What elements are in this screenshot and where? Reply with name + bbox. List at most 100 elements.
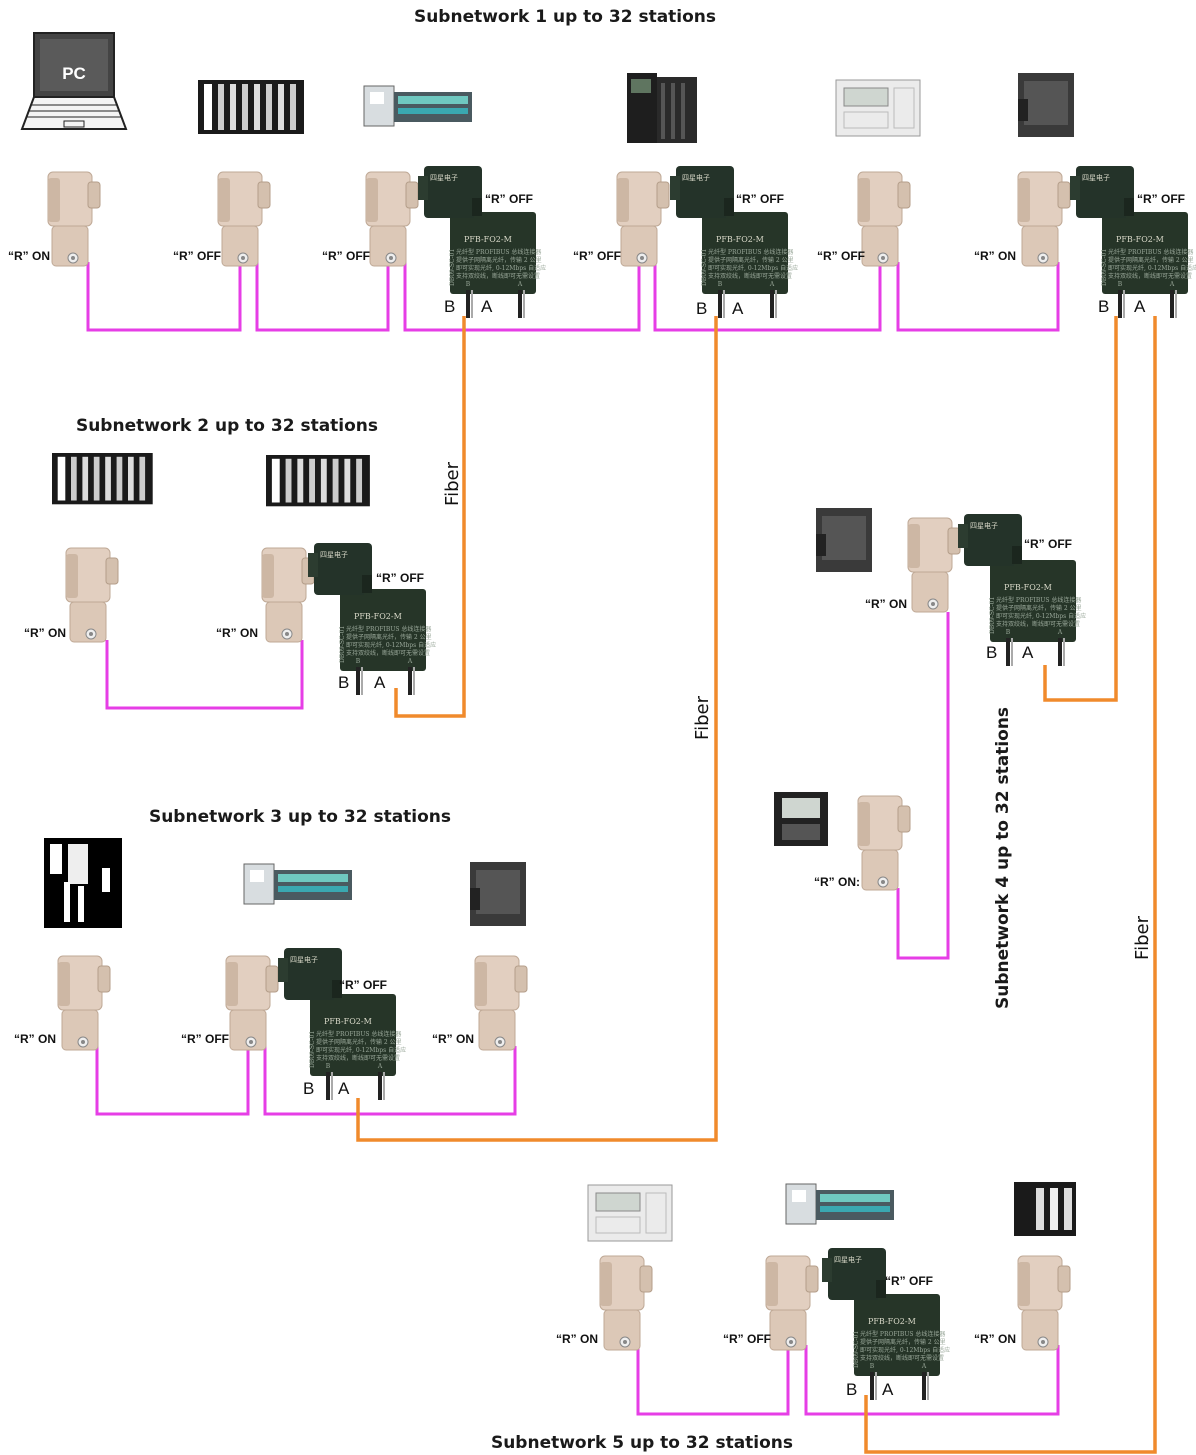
hmi-panel-icon (587, 1184, 673, 1242)
plc-rack-icon (266, 455, 370, 507)
port-a-label: A (338, 1079, 350, 1098)
module-side-label: DB09-SC-01 (449, 249, 456, 286)
module-description-line: 提供子网隔离光纤，传输 2 公里 (1108, 256, 1194, 264)
port-b-label: B (444, 297, 455, 316)
fiber-label: Fiber (442, 461, 463, 506)
port-b-label: B (986, 643, 997, 662)
module-description-line: 光纤型 PROFIBUS 总线连接器 (860, 1330, 945, 1338)
fiber-cable (394, 316, 466, 718)
module-model-label: PFB-FO2-M (324, 1017, 372, 1026)
bus-cable (896, 612, 950, 960)
bus-connector (474, 955, 528, 1051)
termination-off-label: “R” OFF (817, 249, 865, 263)
bus-cable (255, 262, 390, 332)
termination-off-label: “R” OFF (485, 192, 533, 206)
module-description-line: 光纤型 PROFIBUS 总线连接器 (1108, 248, 1193, 256)
module-side-label: DB09-SC-01 (853, 1331, 860, 1368)
module-model-label: PFB-FO2-M (716, 235, 764, 244)
termination-off-label: “R” OFF (573, 249, 621, 263)
module-description-line: 提供子网隔离光纤，传输 2 公里 (996, 604, 1082, 612)
plc-rack-icon (44, 838, 122, 928)
termination-on-label: “R” ON (865, 597, 907, 611)
module-port-label: A (517, 281, 523, 288)
module-brand-label: 四星电子 (290, 955, 318, 964)
module-description-line: 光纤型 PROFIBUS 总线连接器 (456, 248, 541, 256)
module-description-line: 支持双绞线，断线即可无需设置 (346, 649, 430, 657)
termination-off-label: “R” OFF (723, 1332, 771, 1346)
fiber-optic-module: 四星电子 PFB-FO2-M 光纤型 PROFIBUS 总线连接器提供子网隔离光纤，… (956, 512, 1086, 668)
module-brand-label: 四星电子 (320, 550, 348, 559)
module-side-label: DB09-SC-01 (309, 1031, 316, 1068)
subnetwork-2-title: Subnetwork 2 up to 32 stations (76, 416, 378, 436)
fiber-label: Fiber (1132, 915, 1153, 960)
subnetwork-3-title: Subnetwork 3 up to 32 stations (149, 807, 451, 827)
pc-label: PC (62, 64, 86, 83)
bus-connector (47, 171, 101, 267)
bus-connector (217, 171, 271, 267)
io-module-icon (785, 1183, 895, 1225)
module-port-label: B (466, 281, 471, 288)
bus-connector (1017, 171, 1071, 267)
module-port-label: A (1057, 629, 1063, 636)
module-port-label: B (356, 658, 361, 665)
bus-connector (65, 547, 119, 643)
module-side-label: DB09-SC-01 (701, 249, 708, 286)
port-a-label: A (882, 1380, 894, 1399)
fiber-optic-module: 四星电子 PFB-FO2-M 光纤型 PROFIBUS 总线连接器提供子网隔离光纤，… (416, 164, 546, 320)
port-a-label: A (1022, 643, 1034, 662)
bus-connector (1017, 1255, 1071, 1351)
module-port-label: B (718, 281, 723, 288)
module-brand-label: 四星电子 (970, 521, 998, 530)
module-side-label: DB09-SC-01 (339, 626, 346, 663)
module-description-line: 即可实现光纤, 0-12Mbps 自适应 (316, 1046, 406, 1054)
port-a-label: A (1134, 297, 1146, 316)
port-b-label: B (696, 299, 707, 318)
bus-cable (896, 262, 1060, 332)
module-port-label: B (326, 1063, 331, 1070)
port-b-label: B (846, 1380, 857, 1399)
port-b-label: B (1098, 297, 1109, 316)
hmi-panel-icon (774, 792, 828, 846)
subnetwork-5-title: Subnetwork 5 up to 32 stations (491, 1433, 793, 1453)
module-description-line: 光纤型 PROFIBUS 总线连接器 (316, 1030, 401, 1038)
bus-connector (616, 171, 670, 267)
module-brand-label: 四星电子 (430, 173, 458, 182)
bus-connector (57, 955, 111, 1051)
termination-on-label: “R” ON (432, 1032, 474, 1046)
module-brand-label: 四星电子 (834, 1255, 862, 1264)
module-port-label: B (1006, 629, 1011, 636)
module-port-label: B (1118, 281, 1123, 288)
module-description-line: 即可实现光纤, 0-12Mbps 自适应 (1108, 264, 1196, 272)
termination-off-label: “R” OFF (181, 1032, 229, 1046)
termination-on-label: “R” ON: (814, 875, 860, 889)
port-a-label: A (481, 297, 493, 316)
bus-connector (765, 1255, 819, 1351)
module-port-label: A (407, 658, 413, 665)
port-a-label: A (732, 299, 744, 318)
module-description-line: 光纤型 PROFIBUS 总线连接器 (996, 596, 1081, 604)
module-description-line: 光纤型 PROFIBUS 总线连接器 (708, 248, 793, 256)
subnetwork-4-title: Subnetwork 4 up to 32 stations (993, 707, 1013, 1009)
module-description-line: 即可实现光纤, 0-12Mbps 自适应 (456, 264, 546, 272)
plc-rack-icon (1014, 1182, 1076, 1236)
plc-rack-icon (198, 80, 304, 134)
fiber-label: Fiber (692, 695, 713, 740)
io-module-icon (363, 85, 473, 127)
bus-cable (804, 1345, 1060, 1416)
termination-off-label: “R” OFF (322, 249, 370, 263)
laptop-icon: PC (21, 32, 127, 130)
subnetwork-1-title: Subnetwork 1 up to 32 stations (414, 7, 716, 27)
module-model-label: PFB-FO2-M (1004, 583, 1052, 592)
module-description-line: 即可实现光纤, 0-12Mbps 自适应 (346, 641, 436, 649)
module-side-label: DB09-SC-01 (1101, 249, 1108, 286)
termination-on-label: “R” ON (14, 1032, 56, 1046)
module-description-line: 支持双绞线，断线即可无需设置 (996, 620, 1080, 628)
module-description-line: 提供子网隔离光纤，传输 2 公里 (456, 256, 542, 264)
termination-on-label: “R” ON (24, 626, 66, 640)
port-b-label: B (303, 1079, 314, 1098)
bus-cable (653, 262, 882, 332)
module-model-label: PFB-FO2-M (464, 235, 512, 244)
module-description-line: 光纤型 PROFIBUS 总线连接器 (346, 625, 431, 633)
